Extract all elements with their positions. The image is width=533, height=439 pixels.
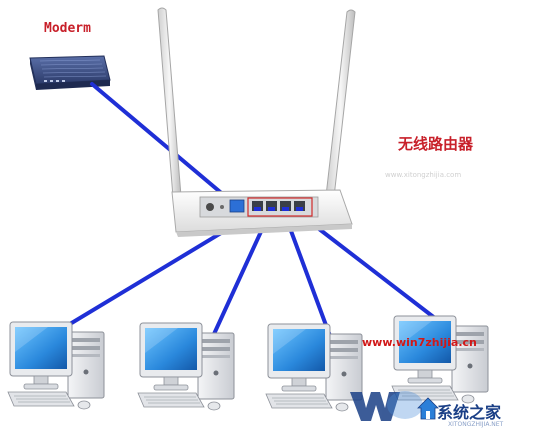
modem-label: Moderm (44, 21, 91, 36)
home-icon (417, 397, 439, 420)
faint-watermark-url: www.xitongzhijia.com (385, 171, 462, 179)
cable-pc3 (282, 210, 332, 338)
watermark-brand-domain: XITONGZHIJIA.NET (448, 421, 504, 428)
watermark-brand: 系统之家 (437, 403, 502, 422)
modem-icon (29, 55, 111, 90)
computer-icon (265, 323, 363, 412)
computer-icon (391, 315, 489, 404)
router-label: 无线路由器 (398, 135, 474, 153)
cable-modem-router (90, 82, 240, 209)
router-icon (157, 7, 356, 237)
windows-logo-icon (350, 391, 423, 421)
watermark-url: www.win7zhijia.cn (362, 336, 477, 349)
computer-icon (137, 322, 235, 411)
computer-icon (7, 321, 105, 410)
